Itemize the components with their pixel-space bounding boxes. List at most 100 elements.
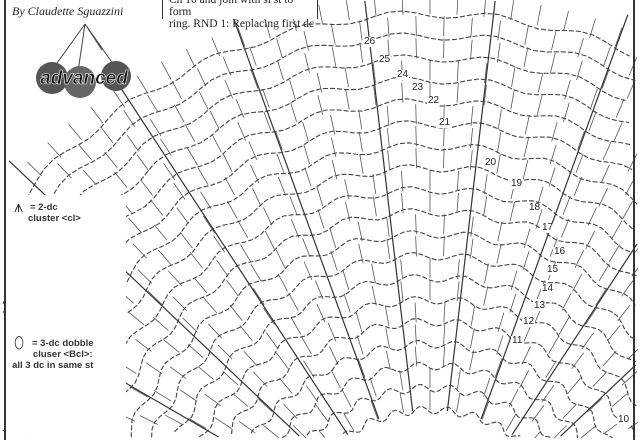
stitch-mark xyxy=(456,0,459,15)
left-border xyxy=(4,0,6,440)
round-label: 23 xyxy=(411,82,425,93)
stitch-mark xyxy=(331,159,338,180)
stitch-mark xyxy=(481,400,490,420)
stitch-mark xyxy=(588,111,597,131)
stitch-mark xyxy=(603,46,611,66)
legend-bobble-line3: all 3 dc in same st xyxy=(12,360,94,371)
stitch-mark xyxy=(266,332,279,350)
stitch-mark xyxy=(483,285,489,306)
stitch-mark xyxy=(316,72,323,93)
stitch-mark xyxy=(147,94,159,113)
stitch-mark xyxy=(168,270,183,286)
stitch-mark xyxy=(497,20,501,41)
stitch-mark xyxy=(136,154,150,172)
stitch-mark xyxy=(576,60,583,80)
stitch-mark xyxy=(243,350,258,367)
stitch-mark xyxy=(318,430,326,439)
stitch-mark xyxy=(470,128,474,149)
stitch-mark xyxy=(443,148,445,169)
stitch-mark xyxy=(130,386,148,398)
panel-divider xyxy=(364,0,414,412)
stitch-mark xyxy=(519,369,530,389)
stitch-mark xyxy=(602,141,612,161)
stitch-mark xyxy=(153,390,172,402)
stitch-mark xyxy=(317,95,324,115)
stitch-mark xyxy=(469,350,475,371)
stitch-mark xyxy=(315,280,324,300)
stitch-mark xyxy=(197,366,214,380)
stitch-mark xyxy=(277,273,288,292)
stitch-mark xyxy=(580,425,597,439)
round-label: 24 xyxy=(396,69,410,80)
stitch-mark xyxy=(47,142,62,158)
stitch-mark xyxy=(497,312,505,333)
stitch-mark xyxy=(253,371,268,387)
round-arc xyxy=(107,208,637,438)
stitch-mark xyxy=(456,171,460,192)
stitch-mark xyxy=(372,196,377,217)
stitch-mark xyxy=(180,389,198,402)
stitch-mark xyxy=(611,220,623,239)
stitch-mark xyxy=(595,288,607,306)
stitch-mark xyxy=(621,279,634,297)
stitch-mark xyxy=(147,290,163,305)
stitch-mark xyxy=(590,88,598,108)
stitch-mark xyxy=(358,109,363,130)
round-arc xyxy=(174,274,636,433)
stitch-mark xyxy=(104,151,118,168)
stitch-mark xyxy=(521,346,531,365)
legend-cluster: ⩚ = 2-dc cluster <cl> xyxy=(14,200,81,225)
stitch-mark xyxy=(399,392,404,413)
stitch-mark xyxy=(359,153,364,174)
stitch-mark xyxy=(415,104,417,125)
stitch-mark xyxy=(290,316,302,335)
stitch-mark xyxy=(227,201,238,219)
stitch-mark xyxy=(608,244,620,262)
stitch-mark xyxy=(240,244,252,262)
stitch-mark xyxy=(179,232,193,249)
author-credit: By Claudette Sguazzini xyxy=(12,4,124,18)
stitch-mark xyxy=(371,285,377,306)
stitch-mark xyxy=(622,201,633,219)
stitch-mark xyxy=(150,199,164,216)
stitch-mark xyxy=(414,346,418,367)
stitch-mark xyxy=(304,53,310,73)
round-arc xyxy=(281,361,579,439)
stitch-mark xyxy=(359,20,363,41)
round-label: 12 xyxy=(522,316,536,327)
stitch-mark xyxy=(497,109,502,130)
stitch-mark xyxy=(614,27,623,47)
stitch-mark xyxy=(443,214,445,235)
stitch-mark xyxy=(414,302,417,323)
stitch-mark xyxy=(302,238,311,258)
stitch-mark xyxy=(581,332,594,350)
stitch-mark xyxy=(401,82,404,103)
stitch-mark xyxy=(577,130,585,150)
stitch-mark xyxy=(222,371,239,386)
stitch-mark xyxy=(331,24,336,45)
stitch-mark xyxy=(483,196,488,217)
stitch-mark xyxy=(356,335,364,355)
stitch-mark xyxy=(217,344,233,360)
stitch-mark xyxy=(305,385,319,402)
stitch-mark xyxy=(613,122,623,141)
stitch-mark xyxy=(443,126,445,147)
round-label: 22 xyxy=(427,95,441,106)
stitch-mark xyxy=(186,48,196,68)
legend-cluster-line1: = 2-dc xyxy=(30,202,58,213)
stitch-mark xyxy=(263,207,273,226)
stitch-mark xyxy=(78,144,92,161)
round-arc xyxy=(130,230,636,438)
stitch-mark xyxy=(135,339,152,352)
stitch-mark xyxy=(496,243,502,264)
stitch-mark xyxy=(329,346,339,365)
stitch-mark xyxy=(456,281,460,302)
stitch-mark xyxy=(399,370,404,391)
stitch-mark xyxy=(82,169,97,186)
stitch-mark xyxy=(222,56,232,76)
stitch-mark xyxy=(123,110,136,128)
stitch-mark xyxy=(496,335,504,355)
stitch-mark xyxy=(27,161,43,177)
stitch-mark xyxy=(153,224,168,241)
